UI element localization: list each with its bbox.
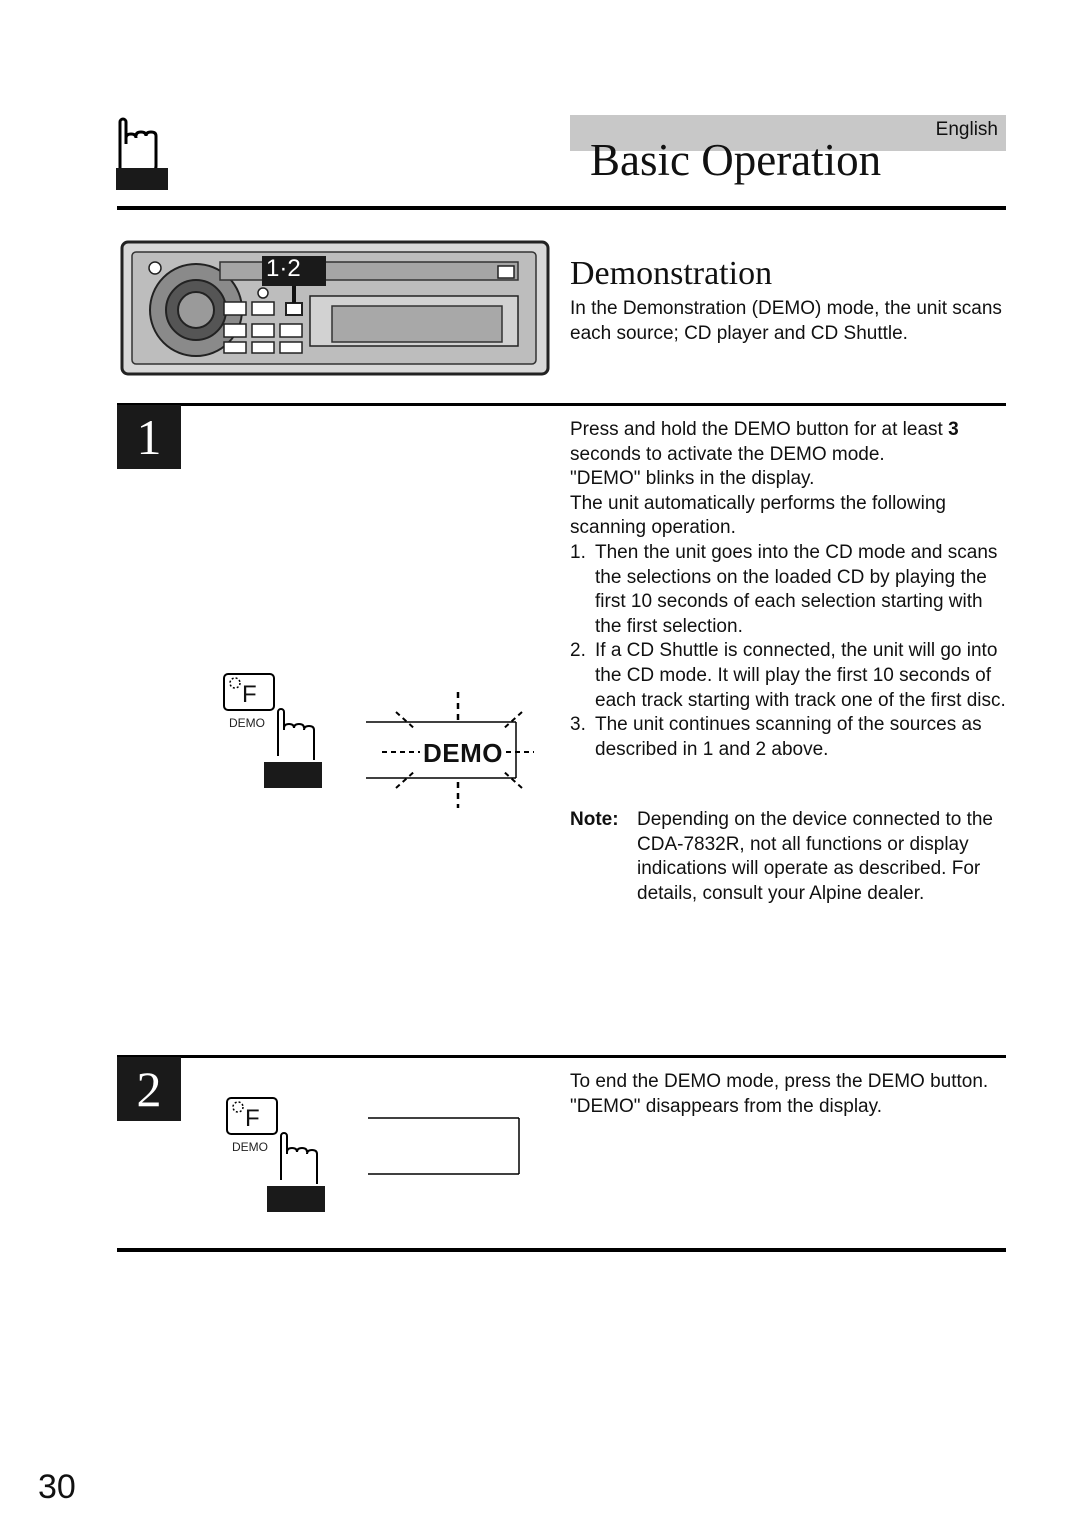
step1-rule — [117, 403, 1006, 406]
empty-display — [368, 1117, 520, 1175]
head-unit-illustration — [120, 240, 550, 376]
demo-button-label: DEMO — [232, 1140, 268, 1154]
list-item-text: If a CD Shuttle is connected, the unit w… — [595, 640, 1006, 711]
note-label: Note: — [570, 809, 619, 830]
list-item-text: The unit continues scanning of the sourc… — [595, 714, 982, 760]
demo-display-text: DEMO — [423, 738, 503, 768]
step-number-2: 2 — [117, 1057, 181, 1121]
demo-button-label: DEMO — [229, 716, 265, 730]
list-item-number: 1. — [570, 541, 586, 563]
list-item: 3. The unit continues scanning of the sou… — [570, 713, 1010, 762]
f-demo-button — [226, 1097, 325, 1212]
f-button-label: F — [245, 1105, 260, 1132]
intro-text: In the Demonstration (DEMO) mode, the un… — [570, 298, 1002, 344]
step-number-1: 1 — [117, 405, 181, 469]
section-intro: In the Demonstration (DEMO) mode, the un… — [570, 297, 1010, 346]
step1-line1-suffix: seconds to activate the DEMO mode. — [570, 443, 885, 465]
header-rule — [117, 206, 1006, 210]
scan-steps-list: 1. Then the unit goes into the CD mode an… — [570, 541, 1010, 762]
step1-line2: "DEMO" blinks in the display. — [570, 468, 815, 490]
blinking-demo-display — [366, 692, 534, 808]
step1-line1: Press and hold the DEMO button for at le… — [570, 418, 1010, 467]
f-demo-button — [223, 673, 322, 788]
preset-button-badge: 1·2 — [266, 255, 301, 282]
section-title: Demonstration — [570, 255, 773, 292]
note-text: Depending on the device connected to the… — [637, 809, 993, 904]
step2-line2: "DEMO" disappears from the display. — [570, 1095, 882, 1117]
footer-rule — [117, 1248, 1006, 1252]
step1-line3: The unit automatically performs the foll… — [570, 492, 946, 539]
step2-instructions: To end the DEMO mode, press the DEMO but… — [570, 1070, 1010, 1119]
list-item-number: 3. — [570, 714, 586, 736]
step1-seconds: 3 — [948, 419, 959, 440]
list-item: 1. Then the unit goes into the CD mode an… — [570, 541, 1010, 639]
step1-instructions: Press and hold the DEMO button for at le… — [570, 418, 1010, 762]
language-label: English — [935, 119, 998, 140]
step2-line1: To end the DEMO mode, press the DEMO but… — [570, 1071, 989, 1092]
step2-rule — [117, 1055, 1006, 1058]
f-button-label: F — [242, 681, 257, 708]
step1-line1-prefix: Press and hold the DEMO button for at le… — [570, 419, 949, 440]
page-title: Basic Operation — [590, 135, 882, 185]
list-item-text: Then the unit goes into the CD mode and … — [595, 541, 998, 637]
list-item: 2. If a CD Shuttle is connected, the unit… — [570, 639, 1010, 713]
language-banner — [570, 115, 1006, 151]
page-number: 30 — [38, 1468, 76, 1506]
list-item-number: 2. — [570, 640, 586, 662]
hand-press-icon — [116, 117, 168, 190]
